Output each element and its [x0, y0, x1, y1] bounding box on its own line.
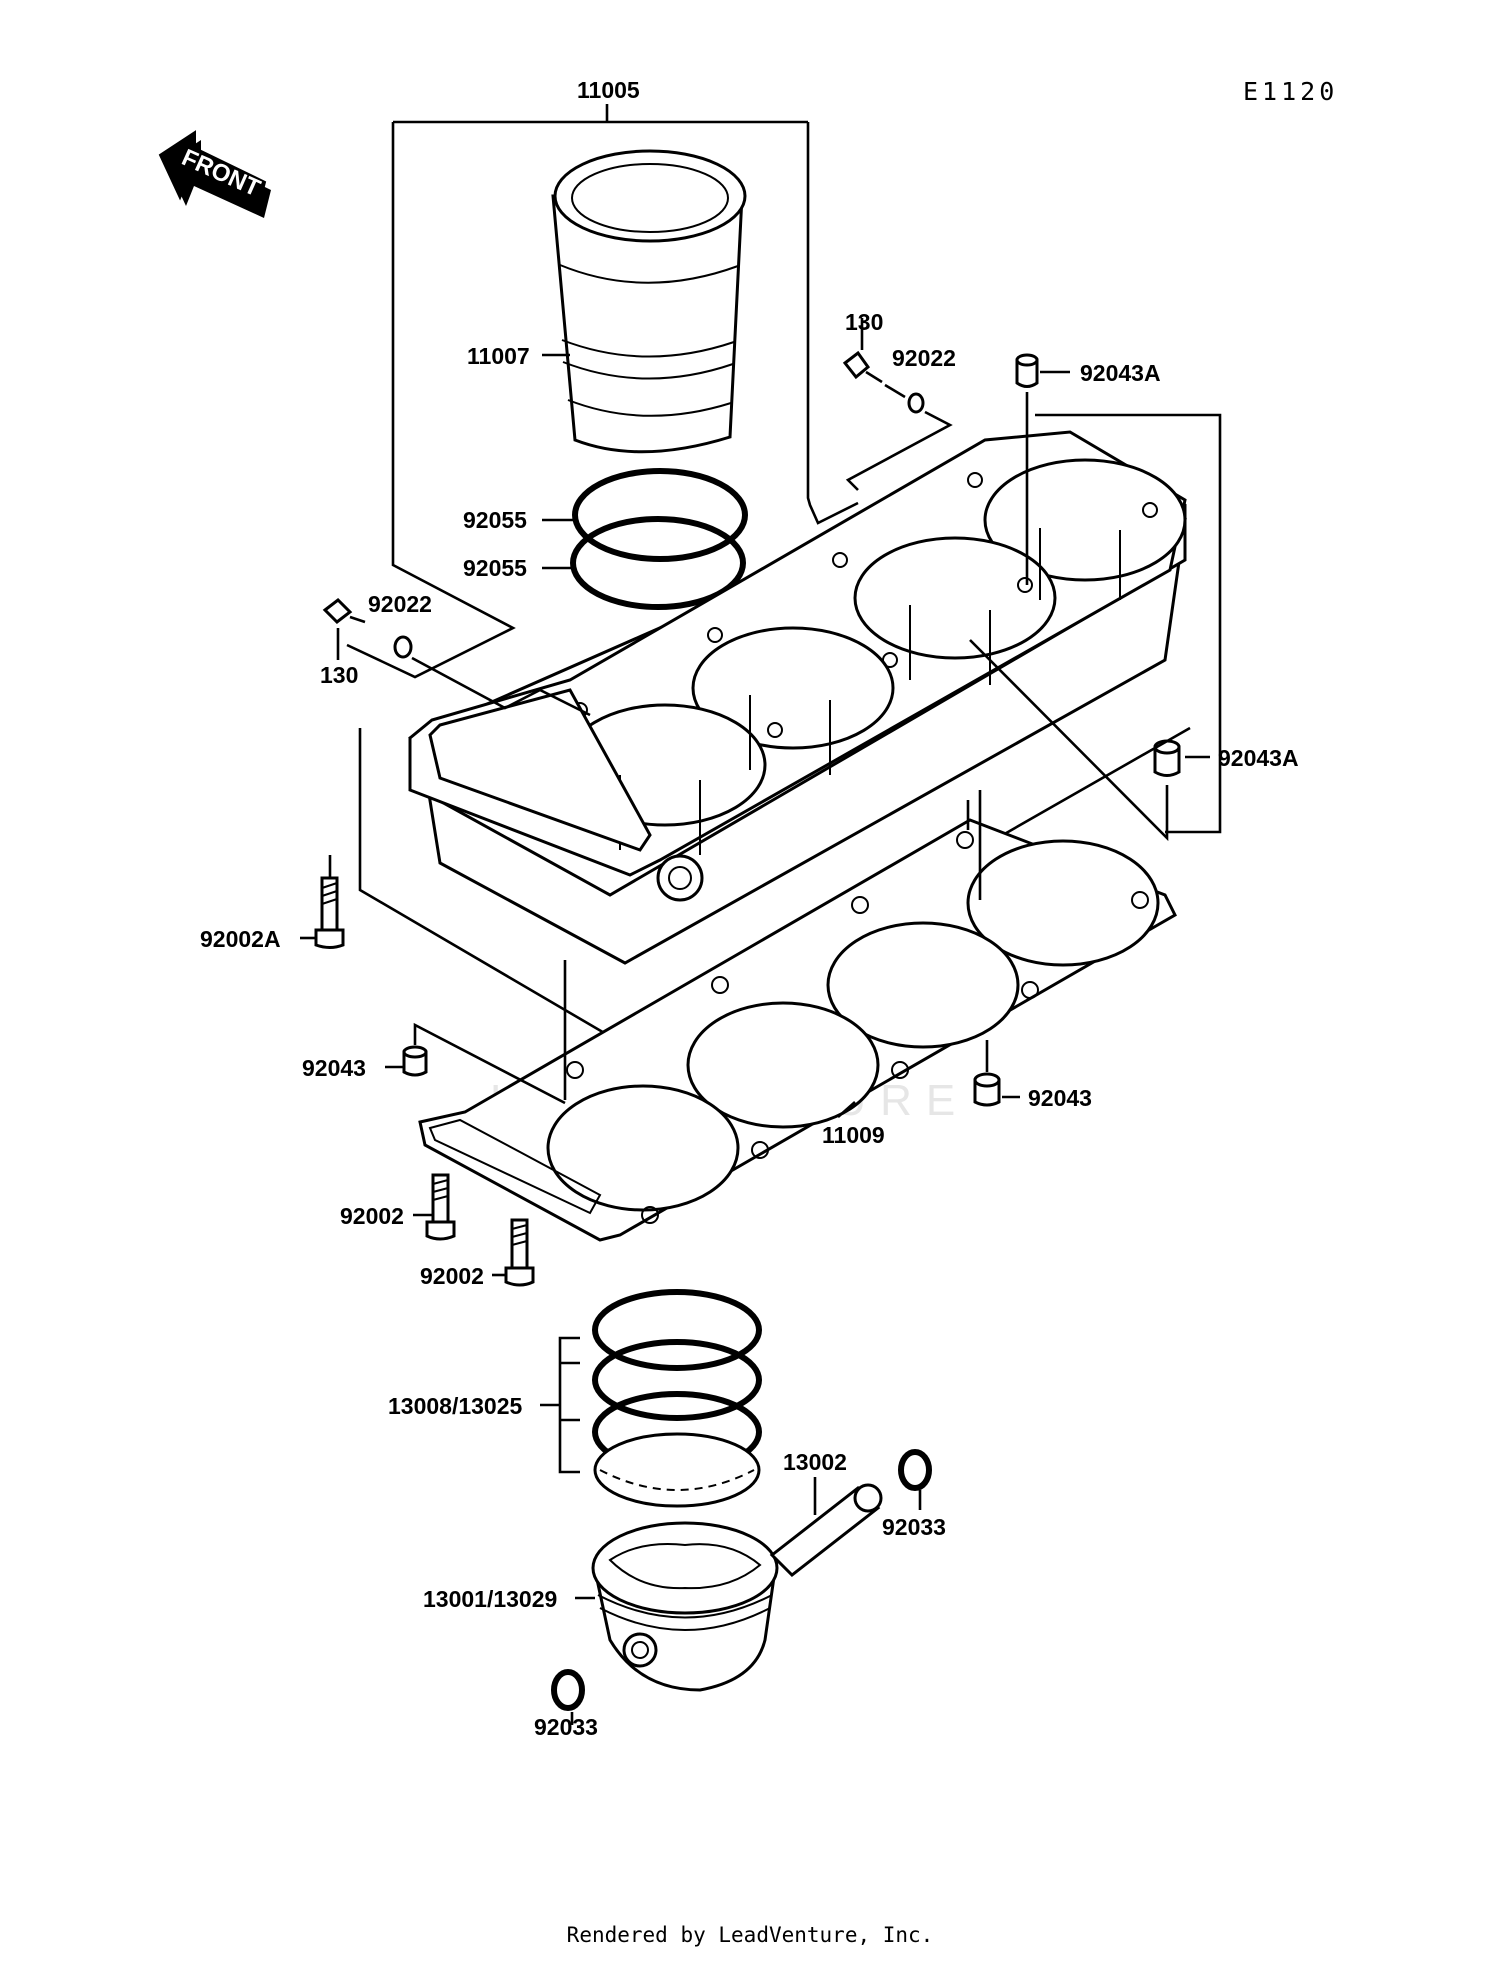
dowel-92043-right: [973, 1040, 1020, 1107]
circlip-92033-right: [898, 1449, 932, 1510]
label-11005: 11005: [577, 77, 640, 103]
label-92033-right: 92033: [882, 1514, 946, 1540]
leader-11009: [837, 1101, 856, 1118]
bolt-92002-b: [492, 1218, 535, 1287]
bracket-11005: [346, 104, 859, 679]
label-leaders: [542, 353, 575, 570]
label-13001-13029: 13001/13029: [423, 1586, 557, 1612]
label-92002-b: 92002: [420, 1263, 484, 1289]
piston-rings: [540, 1289, 762, 1508]
label-92055-b: 92055: [463, 555, 527, 581]
label-92022-top: 92022: [892, 345, 956, 371]
footer-credit: Rendered by LeadVenture, Inc.: [566, 1923, 934, 1947]
cylinder-liner: [551, 149, 747, 454]
label-92043-left: 92043: [302, 1055, 366, 1081]
dowel-92043A-top: [1015, 353, 1222, 834]
bolt-130-left: [322, 598, 591, 717]
diagram-code: E1120: [1243, 77, 1338, 106]
label-92043A-right: 92043A: [1218, 745, 1299, 771]
label-130-top: 130: [845, 309, 883, 335]
label-13008-13025: 13008/13025: [388, 1393, 523, 1419]
label-130-left: 130: [320, 662, 358, 688]
piston: [575, 1521, 779, 1692]
label-11009: 11009: [822, 1122, 885, 1148]
bolt-92002A: [300, 855, 345, 949]
bolt-92002-a: [413, 1173, 456, 1241]
label-92002A: 92002A: [200, 926, 281, 952]
head-gasket: [418, 790, 1177, 1242]
dowel-92043-left: [385, 960, 567, 1105]
circlip-92033-left: [551, 1669, 585, 1725]
bolt-130-top: [842, 318, 953, 491]
label-13002: 13002: [783, 1449, 847, 1475]
front-arrow-icon: FRONT: [158, 130, 271, 218]
label-11007: 11007: [467, 343, 530, 369]
cylinder-block: [408, 430, 1187, 965]
label-92033-left: 92033: [534, 1714, 598, 1740]
o-rings: [570, 468, 748, 610]
label-92055-a: 92055: [463, 507, 527, 533]
label-92022-left: 92022: [368, 591, 432, 617]
label-92043A-top: 92043A: [1080, 360, 1161, 386]
label-92002-a: 92002: [340, 1203, 404, 1229]
label-92043-right: 92043: [1028, 1085, 1092, 1111]
piston-pin: [769, 1477, 883, 1577]
